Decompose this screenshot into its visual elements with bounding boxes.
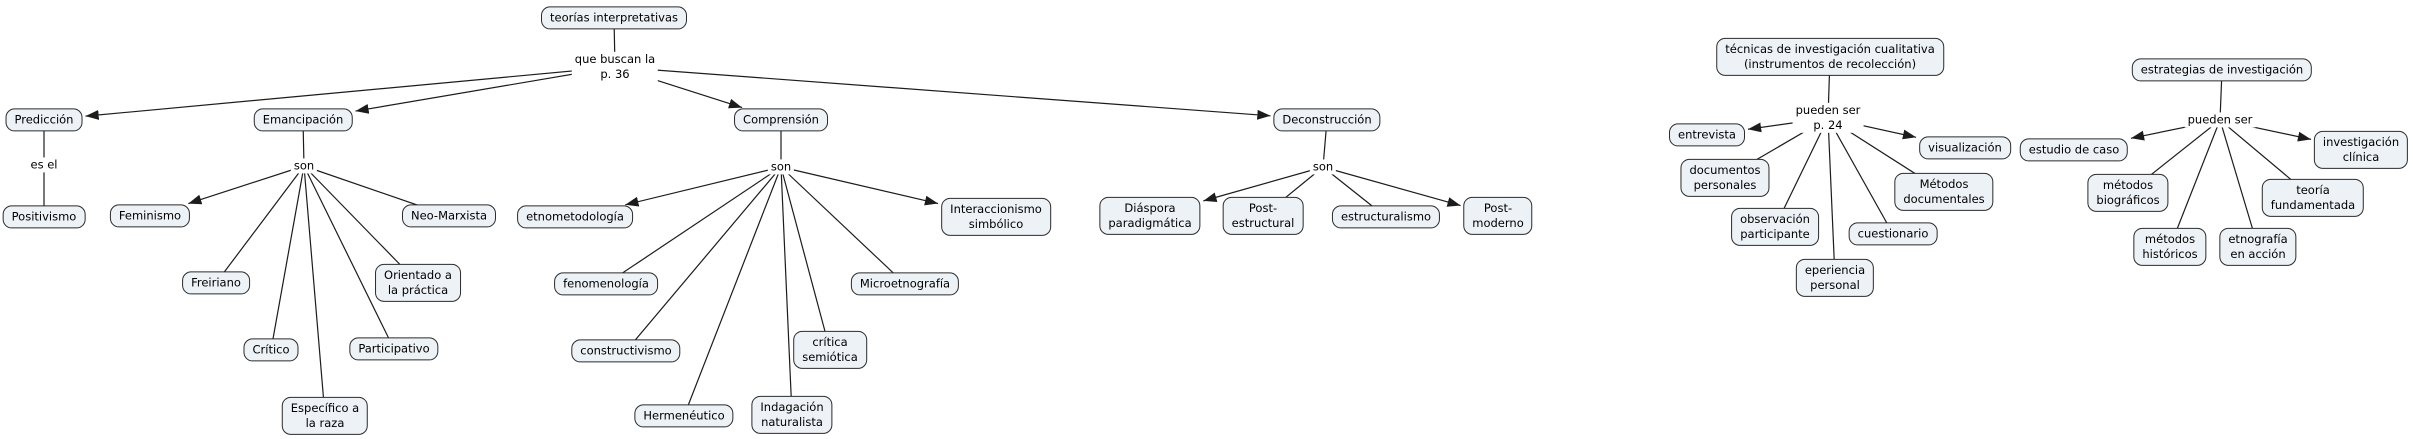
concept-node-post-moderno[interactable]: Post- moderno	[1463, 196, 1533, 236]
link-label-d-son[interactable]: son	[1309, 159, 1337, 175]
concept-node-eperiencia[interactable]: eperiencia personal	[1795, 258, 1875, 298]
concept-node-tecnicas[interactable]: técnicas de investigación cualitativa (i…	[1716, 37, 1944, 77]
concept-node-etnometodologia[interactable]: etnometodología	[517, 205, 633, 229]
concept-node-prediccion[interactable]: Predicción	[5, 108, 83, 132]
connector-e-son-to-freiriano	[215, 165, 305, 284]
link-label-c-son[interactable]: son	[767, 159, 795, 175]
connector-s-link-to-etnografia	[2219, 119, 2259, 248]
concept-node-fenomenologia[interactable]: fenomenología	[554, 272, 658, 296]
connector-s-link-to-met-historicos	[2169, 119, 2221, 248]
concept-node-feminismo[interactable]: Feminismo	[109, 204, 191, 228]
connector-c-son-to-fenomenologia	[605, 166, 782, 285]
concept-node-visualizacion[interactable]: visualización	[1919, 136, 2011, 160]
concept-node-metodos-doc[interactable]: Métodos documentales	[1894, 172, 1994, 212]
concept-node-neomarxista[interactable]: Neo-Marxista	[401, 204, 497, 228]
concept-node-positivismo[interactable]: Positivismo	[2, 205, 86, 229]
concept-node-met-biograficos[interactable]: métodos biográficos	[2087, 173, 2169, 213]
connector-c-son-to-critica-semiotica	[780, 166, 831, 351]
connector-e-son-to-feminismo	[188, 165, 305, 205]
concept-node-cuestionario[interactable]: cuestionario	[1848, 222, 1938, 246]
concept-node-inv-clinica[interactable]: investigación clínica	[2313, 130, 2409, 170]
concept-node-interaccionismo[interactable]: Interaccionismo simbólico	[941, 197, 1051, 237]
connector-c-son-to-etnometodologia	[625, 166, 782, 207]
connector-d-son-to-post-moderno	[1322, 166, 1461, 207]
concept-node-constructivismo[interactable]: constructivismo	[571, 339, 681, 363]
connector-q-link-to-eperiencia	[1827, 117, 1836, 279]
concept-node-estructuralismo[interactable]: estructuralismo	[1331, 205, 1441, 229]
concept-node-diaspora[interactable]: Diáspora paradigmática	[1099, 196, 1201, 236]
concept-node-estrategias[interactable]: estrategias de investigación	[2131, 58, 2313, 82]
connector-c-son-to-hermeneutico	[683, 166, 782, 417]
concept-node-freiriano[interactable]: Freiriano	[182, 271, 250, 295]
concept-node-critica-semiotica[interactable]: crítica semiótica	[793, 330, 867, 370]
concept-node-participativo[interactable]: Participativo	[349, 337, 439, 361]
link-label-s-link[interactable]: pueden ser	[2184, 112, 2256, 128]
concept-node-entrevista[interactable]: entrevista	[1669, 123, 1745, 147]
connector-t-link-to-deconstruccion	[614, 66, 1271, 120]
concept-node-critico[interactable]: Crítico	[243, 338, 299, 362]
connector-e-son-to-critico	[270, 165, 305, 351]
concept-node-comprension[interactable]: Comprensión	[734, 108, 828, 132]
concept-node-estudio[interactable]: estudio de caso	[2019, 138, 2129, 162]
concept-node-orientado[interactable]: Orientado a la práctica	[375, 263, 461, 303]
concept-node-deconstruccion[interactable]: Deconstrucción	[1273, 108, 1381, 132]
connector-e-son-to-participativo	[303, 165, 395, 350]
concept-node-post-estructural[interactable]: Post- estructural	[1222, 196, 1304, 236]
connector-t-link-to-emancipacion	[355, 66, 616, 114]
concept-node-met-historicos[interactable]: métodos históricos	[2133, 227, 2207, 267]
connector-c-son-to-microetnografia	[780, 166, 906, 285]
concept-node-especifico[interactable]: Específico a la raza	[281, 396, 369, 436]
concept-node-emancipacion[interactable]: Emancipación	[253, 108, 353, 132]
connector-c-son-to-interaccionismo	[780, 166, 939, 206]
concept-node-observacion[interactable]: observación participante	[1731, 207, 1819, 247]
link-label-e-son[interactable]: son	[290, 158, 318, 174]
link-label-es-el[interactable]: es el	[27, 157, 61, 173]
connector-e-son-to-orientado	[303, 165, 419, 284]
concept-node-microetnografia[interactable]: Microetnografía	[850, 272, 960, 296]
concept-node-indagacion[interactable]: Indagación naturalista	[751, 395, 833, 435]
connector-e-son-to-especifico	[303, 165, 326, 417]
link-label-q-link[interactable]: pueden ser p. 24	[1792, 102, 1864, 134]
connector-c-son-to-constructivismo	[625, 166, 782, 352]
concept-node-teorias[interactable]: teorías interpretativas	[541, 6, 687, 30]
connector-q-link-to-cuestionario	[1827, 117, 1894, 235]
concept-node-teoria-fund[interactable]: teoría fundamentada	[2261, 178, 2365, 218]
concept-node-hermeneutico[interactable]: Hermenéutico	[634, 404, 734, 428]
connector-c-son-to-indagacion	[780, 166, 793, 416]
connector-t-link-to-prediccion	[85, 66, 616, 120]
link-label-t-link[interactable]: que buscan la p. 36	[571, 51, 659, 83]
concept-node-documentos[interactable]: documentos personales	[1680, 158, 1770, 198]
connector-d-son-to-diaspora	[1203, 166, 1324, 203]
concept-node-etnografia[interactable]: etnografía en acción	[2219, 227, 2297, 267]
